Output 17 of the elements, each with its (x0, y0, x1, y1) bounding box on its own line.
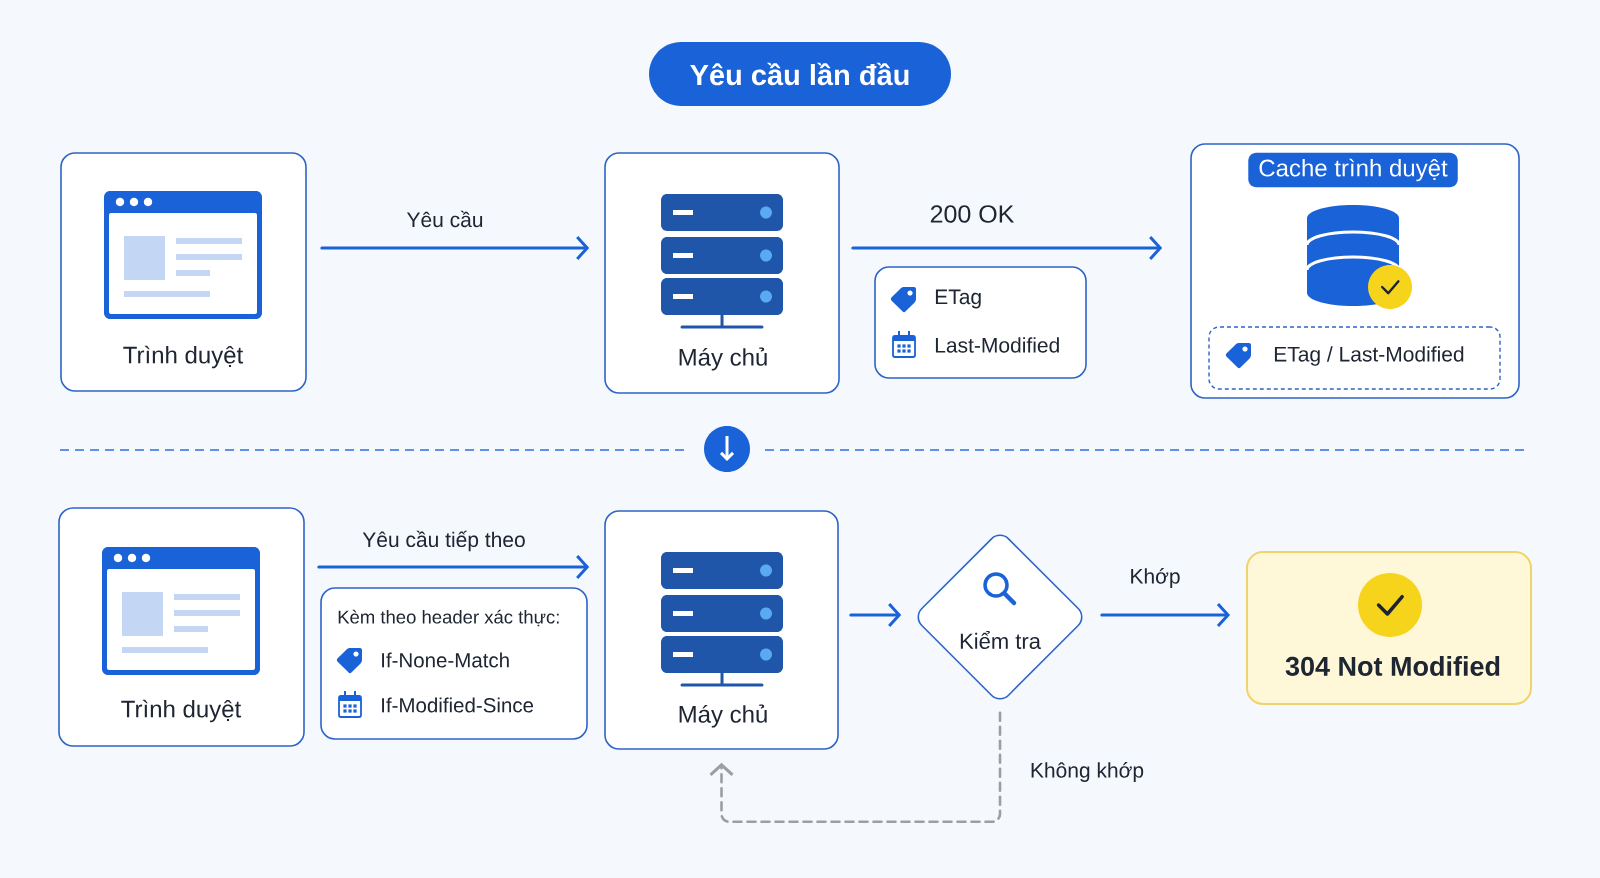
arrow (317, 555, 590, 579)
arrow (320, 236, 590, 260)
arrow (1100, 603, 1230, 627)
arrow (849, 603, 902, 627)
dashed-box: ETag / Last-Modified (1208, 326, 1501, 390)
status-box: 304 Not Modified (1246, 551, 1532, 705)
edge-label: Khớp (1127, 566, 1183, 590)
arrow (709, 711, 1002, 824)
header-list-box: ETag Last-Modified (874, 266, 1087, 379)
title-badge: Yêu cầu lần đầu (649, 42, 951, 106)
edge-label: Yêu cầu (404, 208, 486, 230)
arrow (851, 236, 1163, 260)
heading-badge: Cache trình duyệt (1248, 152, 1458, 188)
edge-label: Yêu cầu tiếp theo (360, 528, 528, 554)
edge-label: Không khớp (1027, 760, 1147, 784)
edge-label: 200 OK (927, 203, 1017, 225)
header-list-box: Kèm theo header xác thực: If-None-Match If-Modified-Since (320, 587, 588, 740)
